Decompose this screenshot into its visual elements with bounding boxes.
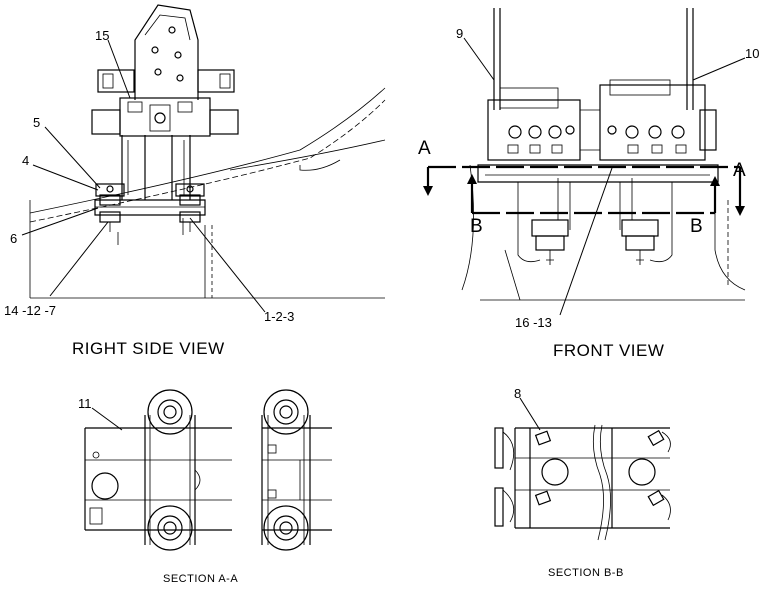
section-bb-title: SECTION B-B	[548, 567, 624, 579]
callout-8: 8	[514, 386, 521, 401]
section-marker-b-left: B	[470, 216, 483, 237]
callout-6: 6	[10, 231, 17, 246]
right-side-view-drawing	[29, 4, 386, 299]
section-marker-a-left: A	[418, 138, 431, 159]
right-side-leaders	[21, 39, 266, 313]
callout-5: 5	[33, 115, 40, 130]
front-view-drawing	[461, 8, 746, 301]
callout-1-2-3: 1-2-3	[264, 309, 294, 324]
section-bb-drawing	[494, 424, 671, 541]
section-aa-drawing	[84, 389, 332, 551]
front-view-leaders	[463, 37, 746, 316]
callout-11-leader	[91, 407, 123, 431]
section-aa-title: SECTION A-A	[163, 573, 238, 585]
callout-15: 15	[95, 28, 109, 43]
callout-14-12-7: 14 -12 -7	[4, 303, 56, 318]
callout-4: 4	[22, 153, 29, 168]
right-side-view-title: RIGHT SIDE VIEW	[72, 339, 225, 358]
section-marker-b-right: B	[690, 216, 703, 237]
callout-9: 9	[456, 26, 463, 41]
callout-11: 11	[78, 396, 92, 411]
callout-16-13: 16 -13	[515, 315, 552, 330]
callout-10: 10	[745, 46, 759, 61]
section-marker-a-right: A	[733, 160, 746, 181]
front-view-title: FRONT VIEW	[553, 341, 664, 360]
section-cut-lines	[423, 165, 745, 216]
callout-8-leader	[519, 397, 541, 431]
